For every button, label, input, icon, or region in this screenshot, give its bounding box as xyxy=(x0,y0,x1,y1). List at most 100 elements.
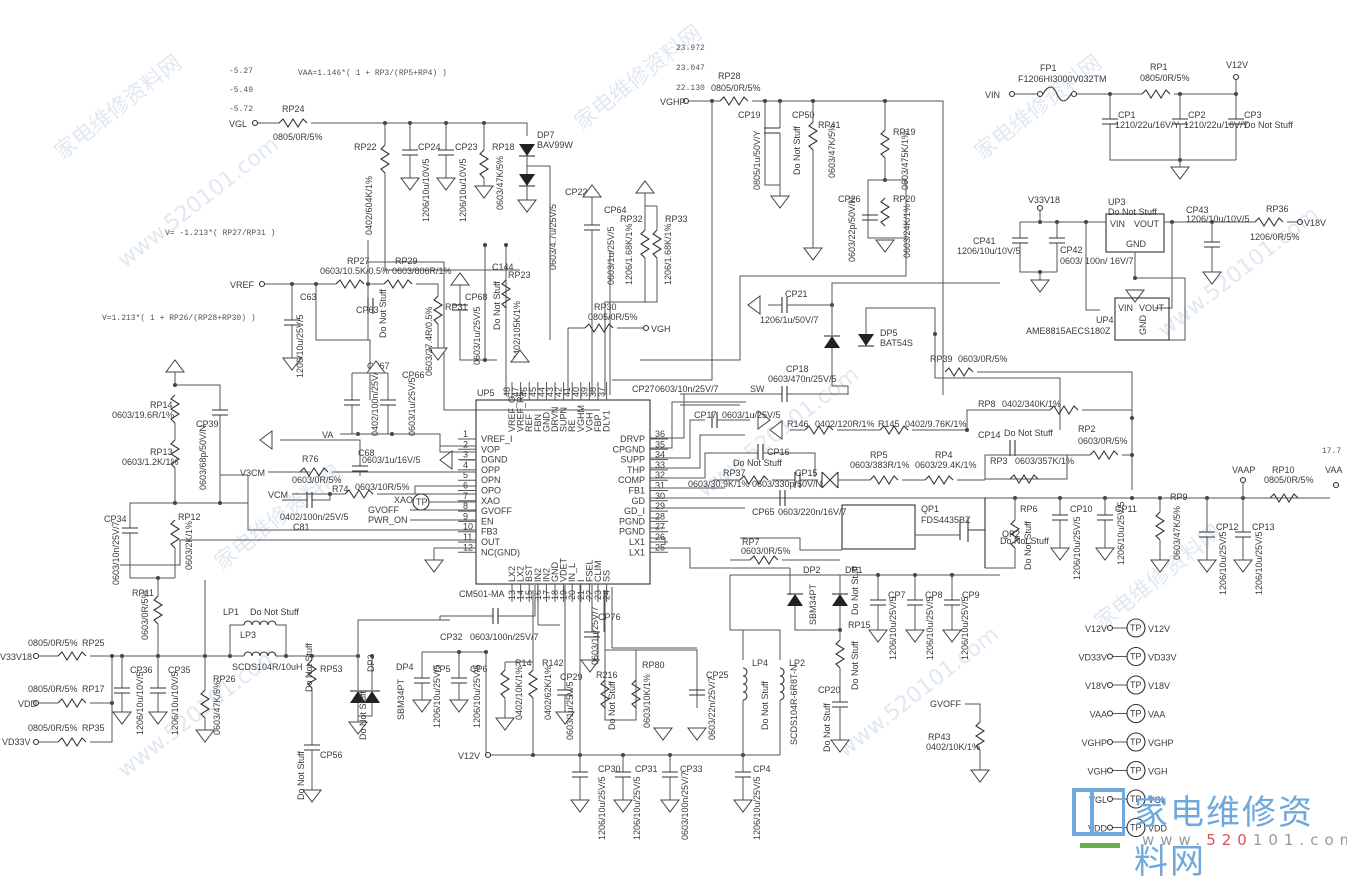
ic-pin-name: LX2 xyxy=(507,566,517,582)
ref-rp7: RP7 xyxy=(742,537,760,547)
test-point[interactable] xyxy=(1126,646,1146,667)
net-v12v: V12V xyxy=(1226,60,1248,70)
tp-label: VAA xyxy=(1148,710,1165,720)
test-point[interactable] xyxy=(1126,703,1146,724)
logo-book-icon xyxy=(1072,788,1125,836)
net-v12v-bottom: V12V xyxy=(458,751,480,761)
vgh-level-3: 22.130 xyxy=(676,84,705,93)
ref-cp12: CP12 xyxy=(1216,522,1239,532)
ref-rp27: RP27 xyxy=(347,256,370,266)
ref-dp7: DP7 xyxy=(537,130,555,140)
val-cp22: 0603/4.7u/25V/5 xyxy=(548,204,558,270)
val-cp13: 1206/10u/25V/5 xyxy=(1254,531,1264,595)
tp-net: VGH xyxy=(1087,767,1107,777)
val-cp9: 1206/10u/25V/5 xyxy=(960,596,970,660)
ref-r216: R216 xyxy=(596,670,618,680)
ic-pin-number: 18 xyxy=(550,590,560,600)
ic-pin-name: RE xyxy=(567,419,577,432)
ic-right-pins: 36DRVP35CPGND34SUPP33THP32COMP31FB130GD2… xyxy=(612,429,668,557)
ic-pin-number: 37 xyxy=(597,387,607,397)
ref-c68: C68 xyxy=(358,448,375,458)
val-dp2: SBM34PT xyxy=(808,583,818,625)
ic-pin-number: 10 xyxy=(463,522,473,532)
tp-label: VGHP xyxy=(1148,738,1174,748)
ref-rp2: RP2 xyxy=(1078,424,1096,434)
test-point[interactable] xyxy=(1126,817,1146,838)
ic-pin-number: 7 xyxy=(463,491,468,501)
ref-rp14: RP14 xyxy=(150,400,173,410)
ref-cp66: CP66 xyxy=(402,370,425,380)
test-point[interactable] xyxy=(1126,732,1146,752)
ref-rp80: RP80 xyxy=(642,660,665,670)
ic-up5 xyxy=(475,399,651,585)
ic-pin-name: BST xyxy=(524,564,534,582)
ref-cp18: CP18 xyxy=(786,364,809,374)
ref-cp24: CP24 xyxy=(418,142,441,152)
val-rp18: 0603/47K/5% xyxy=(495,156,505,210)
val-cp14: Do Not Stuff xyxy=(1004,428,1053,438)
tp-label: V12V xyxy=(1148,624,1170,634)
val-dp5: BAT54S xyxy=(880,338,913,348)
ic-pin-name: VGH xyxy=(584,412,594,432)
tp-label: VGL xyxy=(1148,795,1166,805)
ic-pin-name: OPO xyxy=(481,486,501,496)
ic-pin-number: 41 xyxy=(562,387,572,397)
val-rp5: 0603/383R/1% xyxy=(850,460,910,470)
test-point[interactable] xyxy=(1126,618,1146,638)
ic-pin-number: 47 xyxy=(511,387,521,397)
ic-pin-number: 35 xyxy=(655,439,665,449)
ref-cp20: CP20 xyxy=(818,685,841,695)
ref-up3: UP3 xyxy=(1108,197,1126,207)
ic-pin-name: VREF_R5 xyxy=(516,391,526,432)
tp-net: VGHP xyxy=(1081,738,1107,748)
tp-port-icon xyxy=(1106,767,1114,774)
ic-pin-name: THP xyxy=(627,465,645,475)
net-v3cm: V3CM xyxy=(240,468,265,478)
test-point[interactable] xyxy=(1126,675,1146,695)
val-cp19: 0805/1u/50V/Y xyxy=(752,130,762,190)
logo-underline xyxy=(1080,843,1120,848)
val-cp34: 0603/10n/25V/7 xyxy=(111,521,121,585)
net-vgl: VGL xyxy=(229,119,247,129)
ref-rp35: RP35 xyxy=(82,723,105,733)
tp-net: V18V xyxy=(1085,681,1107,691)
ref-cp17: CP17 xyxy=(694,410,717,420)
ic-pin-number: 12 xyxy=(463,542,473,552)
ic-pin-number: 9 xyxy=(463,511,468,521)
tp-port-icon xyxy=(1106,624,1114,632)
ref-rp31: RP31 xyxy=(445,302,468,312)
val-rp23: 0402/105K/1% xyxy=(512,301,522,360)
ic-pin-number: 40 xyxy=(571,387,581,397)
ic-pin-number: 2 xyxy=(463,439,468,449)
ic-pin-name: VGHM xyxy=(576,405,586,432)
ref-r74: R74 xyxy=(332,484,349,494)
net-gvoff: GVOFF xyxy=(368,505,400,515)
net-vd33v-in: VD33V xyxy=(2,737,31,747)
val-r145: 0402/9.76K/1% xyxy=(905,419,967,429)
ref-qp1: QP1 xyxy=(921,504,939,514)
val-cp15: 0603/330p/50V/N xyxy=(752,479,822,489)
ic-pin-name: DGND xyxy=(481,455,508,465)
net-vaa: VAA xyxy=(1325,465,1342,475)
ic-pin-name: CPGND xyxy=(612,444,645,454)
tp-port-icon xyxy=(1106,824,1114,831)
ref-up4: UP4 xyxy=(1096,315,1114,325)
val-cp32: 0603/100n/25V/7 xyxy=(470,632,539,642)
val-cp27: 0603/10n/25V/7 xyxy=(655,384,719,394)
ic-pin-number: 26 xyxy=(655,532,665,542)
test-point[interactable] xyxy=(1126,760,1146,781)
ic-pin-name: FBP xyxy=(593,414,603,432)
val-r76: 0603/0R/5% xyxy=(292,475,342,485)
val-rp80: 0603/10K/1% xyxy=(642,674,652,728)
val-cp33: 0603/100n/25V/7 xyxy=(680,771,690,840)
val-rp11: 0603/0R/5% xyxy=(140,590,150,640)
val-lp3: SCDS104R/10uH xyxy=(232,662,303,672)
test-point[interactable] xyxy=(1126,789,1146,809)
val-cp1: 1210/22u/16V/Y xyxy=(1115,120,1180,130)
vgl-level-1: -5.27 xyxy=(229,67,253,76)
ic-pin-name: PGND xyxy=(619,516,646,526)
val-cp63: Do Not Stuff xyxy=(378,289,388,338)
vgh-level-2: 23.047 xyxy=(676,64,705,73)
